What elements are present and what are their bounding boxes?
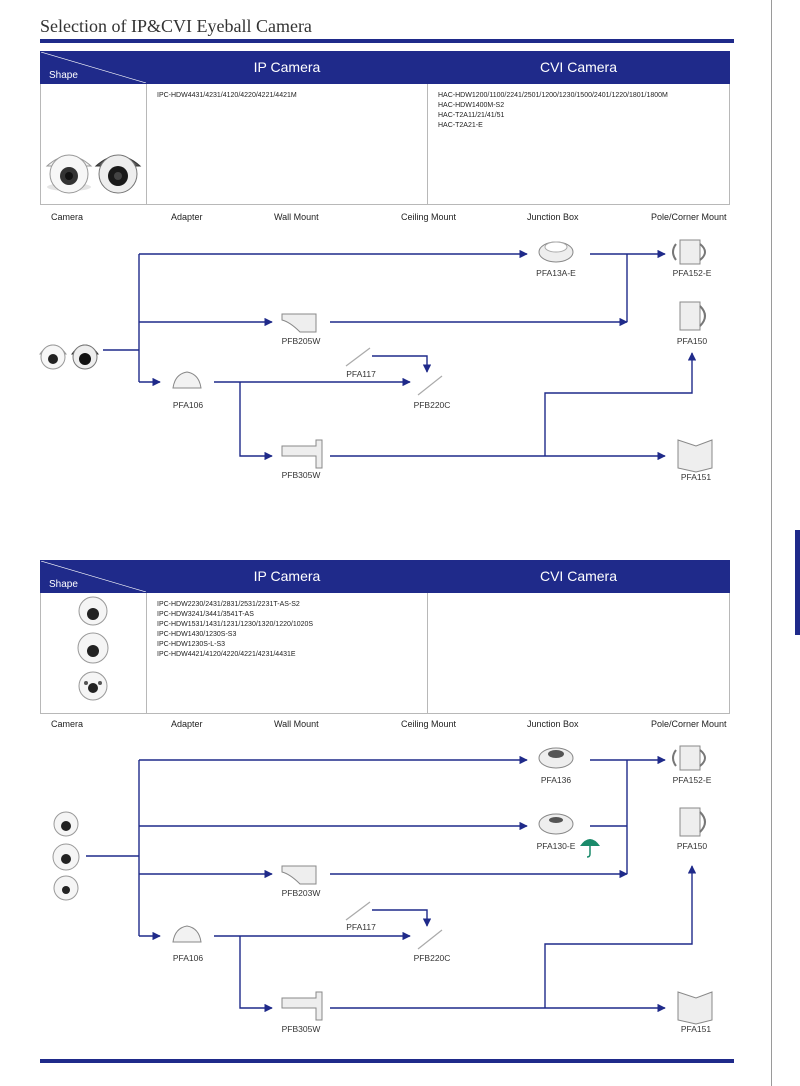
ip-models-cell: IPC-HDW2230/2431/2831/2531/2231T-AS-S2 I… — [146, 592, 428, 714]
label-pfa106: PFA106 — [172, 400, 204, 410]
model-line: IPC-HDW1230S-L-S3 — [157, 641, 226, 648]
label-pfb305w: PFB305W — [281, 470, 321, 480]
shape-header: Shape — [41, 52, 146, 83]
page-divider — [771, 0, 772, 1086]
model-line: HAC-T2A21-E — [438, 122, 483, 129]
wall-mount-icon — [281, 313, 317, 333]
label-pfb220c: PFB220C — [413, 953, 451, 963]
adapter-icon — [172, 925, 202, 943]
ceiling-rod-icon — [345, 347, 443, 396]
model-line: IPC-HDW4431/4231/4120/4220/4221/4421M — [157, 92, 297, 99]
label-pfb220c: PFB220C — [413, 400, 451, 410]
col-adapter: Adapter — [171, 212, 203, 222]
model-line: IPC-HDW4421/4120/4220/4221/4231/4431E — [157, 651, 296, 658]
col-pole-corner-mount: Pole/Corner Mount — [651, 719, 727, 729]
wall-bracket-icon — [281, 439, 323, 469]
shape-cell — [40, 592, 147, 714]
col-wall-mount: Wall Mount — [274, 212, 319, 222]
junction-box-icon — [538, 241, 574, 263]
col-junction-box: Junction Box — [527, 719, 579, 729]
umbrella-icon — [580, 839, 600, 858]
junction-box-icon — [538, 813, 574, 835]
shape-header: Shape — [41, 561, 146, 592]
col-wall-mount: Wall Mount — [274, 719, 319, 729]
corner-mount-icon — [677, 439, 713, 473]
label-pfa130-e: PFA130-E — [536, 841, 576, 851]
page-title: Selection of IP&CVI Eyeball Camera — [40, 16, 312, 36]
selection-table-1: Shape IP Camera CVI Camera IPC-HDW4431/4… — [40, 51, 730, 205]
label-pfa117: PFA117 — [346, 922, 376, 932]
label-pfa152-e: PFA152-E — [672, 775, 712, 785]
label-pfa151: PFA151 — [680, 472, 712, 482]
adapter-icon — [172, 371, 202, 389]
model-line: IPC-HDW1531/1431/1231/1230/1320/1220/102… — [157, 621, 314, 628]
ip-camera-header: IP Camera — [146, 51, 428, 84]
label-pfb305w: PFB305W — [281, 1024, 321, 1034]
pole-mount-icon — [672, 239, 706, 265]
corner-mount-icon — [677, 991, 713, 1025]
label-pfa152-e: PFA152-E — [672, 268, 712, 278]
pole-mount-icon — [679, 807, 706, 837]
ceiling-rod-icon — [345, 901, 443, 950]
model-line: IPC-HDW1430/1230S-S3 — [157, 631, 237, 638]
model-line: HAC-T2A11/21/41/51 — [438, 112, 505, 119]
ip-camera-header: IP Camera — [146, 560, 428, 593]
label-pfa150: PFA150 — [676, 841, 708, 851]
camera-stack-icon — [52, 811, 80, 901]
model-line: IPC-HDW2230/2431/2831/2531/2231T-AS-S2 — [157, 601, 300, 608]
model-line: HAC-HDW1200/1100/2241/2501/1200/1230/150… — [438, 92, 668, 99]
wall-bracket-icon — [281, 991, 323, 1021]
wall-mount-icon — [281, 865, 317, 885]
label-pfa106: PFA106 — [172, 953, 204, 963]
cvi-camera-header: CVI Camera — [427, 560, 730, 593]
model-line: IPC-HDW3241/3441/3541T-AS — [157, 611, 254, 618]
col-ceiling-mount: Ceiling Mount — [401, 212, 457, 222]
label-pfa151: PFA151 — [680, 1024, 712, 1034]
selection-table-2: Shape IP Camera CVI Camera IPC-HDW2230/2… — [40, 560, 730, 714]
camera-pair-icon — [39, 344, 99, 370]
junction-box-icon — [538, 747, 574, 769]
footer-rule — [40, 1059, 734, 1063]
col-camera: Camera — [51, 212, 84, 222]
col-camera: Camera — [51, 719, 84, 729]
title-rule — [40, 39, 734, 43]
label-pfb203w: PFB203W — [281, 888, 321, 898]
model-line: HAC-HDW1400M-S2 — [438, 102, 505, 109]
col-pole-corner-mount: Pole/Corner Mount — [651, 212, 727, 222]
col-ceiling-mount: Ceiling Mount — [401, 719, 457, 729]
label-pfa136: PFA136 — [540, 775, 572, 785]
pole-mount-icon — [672, 745, 706, 771]
shape-cell — [40, 83, 147, 205]
pole-mount-icon — [679, 301, 706, 331]
side-tab-marker — [795, 530, 800, 635]
col-junction-box: Junction Box — [527, 212, 579, 222]
label-pfa117: PFA117 — [346, 369, 376, 379]
eyeball-camera-image — [77, 596, 109, 701]
label-pfb205w: PFB205W — [281, 336, 321, 346]
cvi-models-cell — [427, 592, 730, 714]
cvi-models-cell: HAC-HDW1200/1100/2241/2501/1200/1230/150… — [427, 83, 730, 205]
ip-models-cell: IPC-HDW4431/4231/4120/4220/4221/4421M — [146, 83, 428, 205]
label-pfa150: PFA150 — [676, 336, 708, 346]
col-adapter: Adapter — [171, 719, 203, 729]
eyeball-camera-image — [45, 154, 142, 194]
label-pfa13a-e: PFA13A-E — [536, 268, 576, 278]
